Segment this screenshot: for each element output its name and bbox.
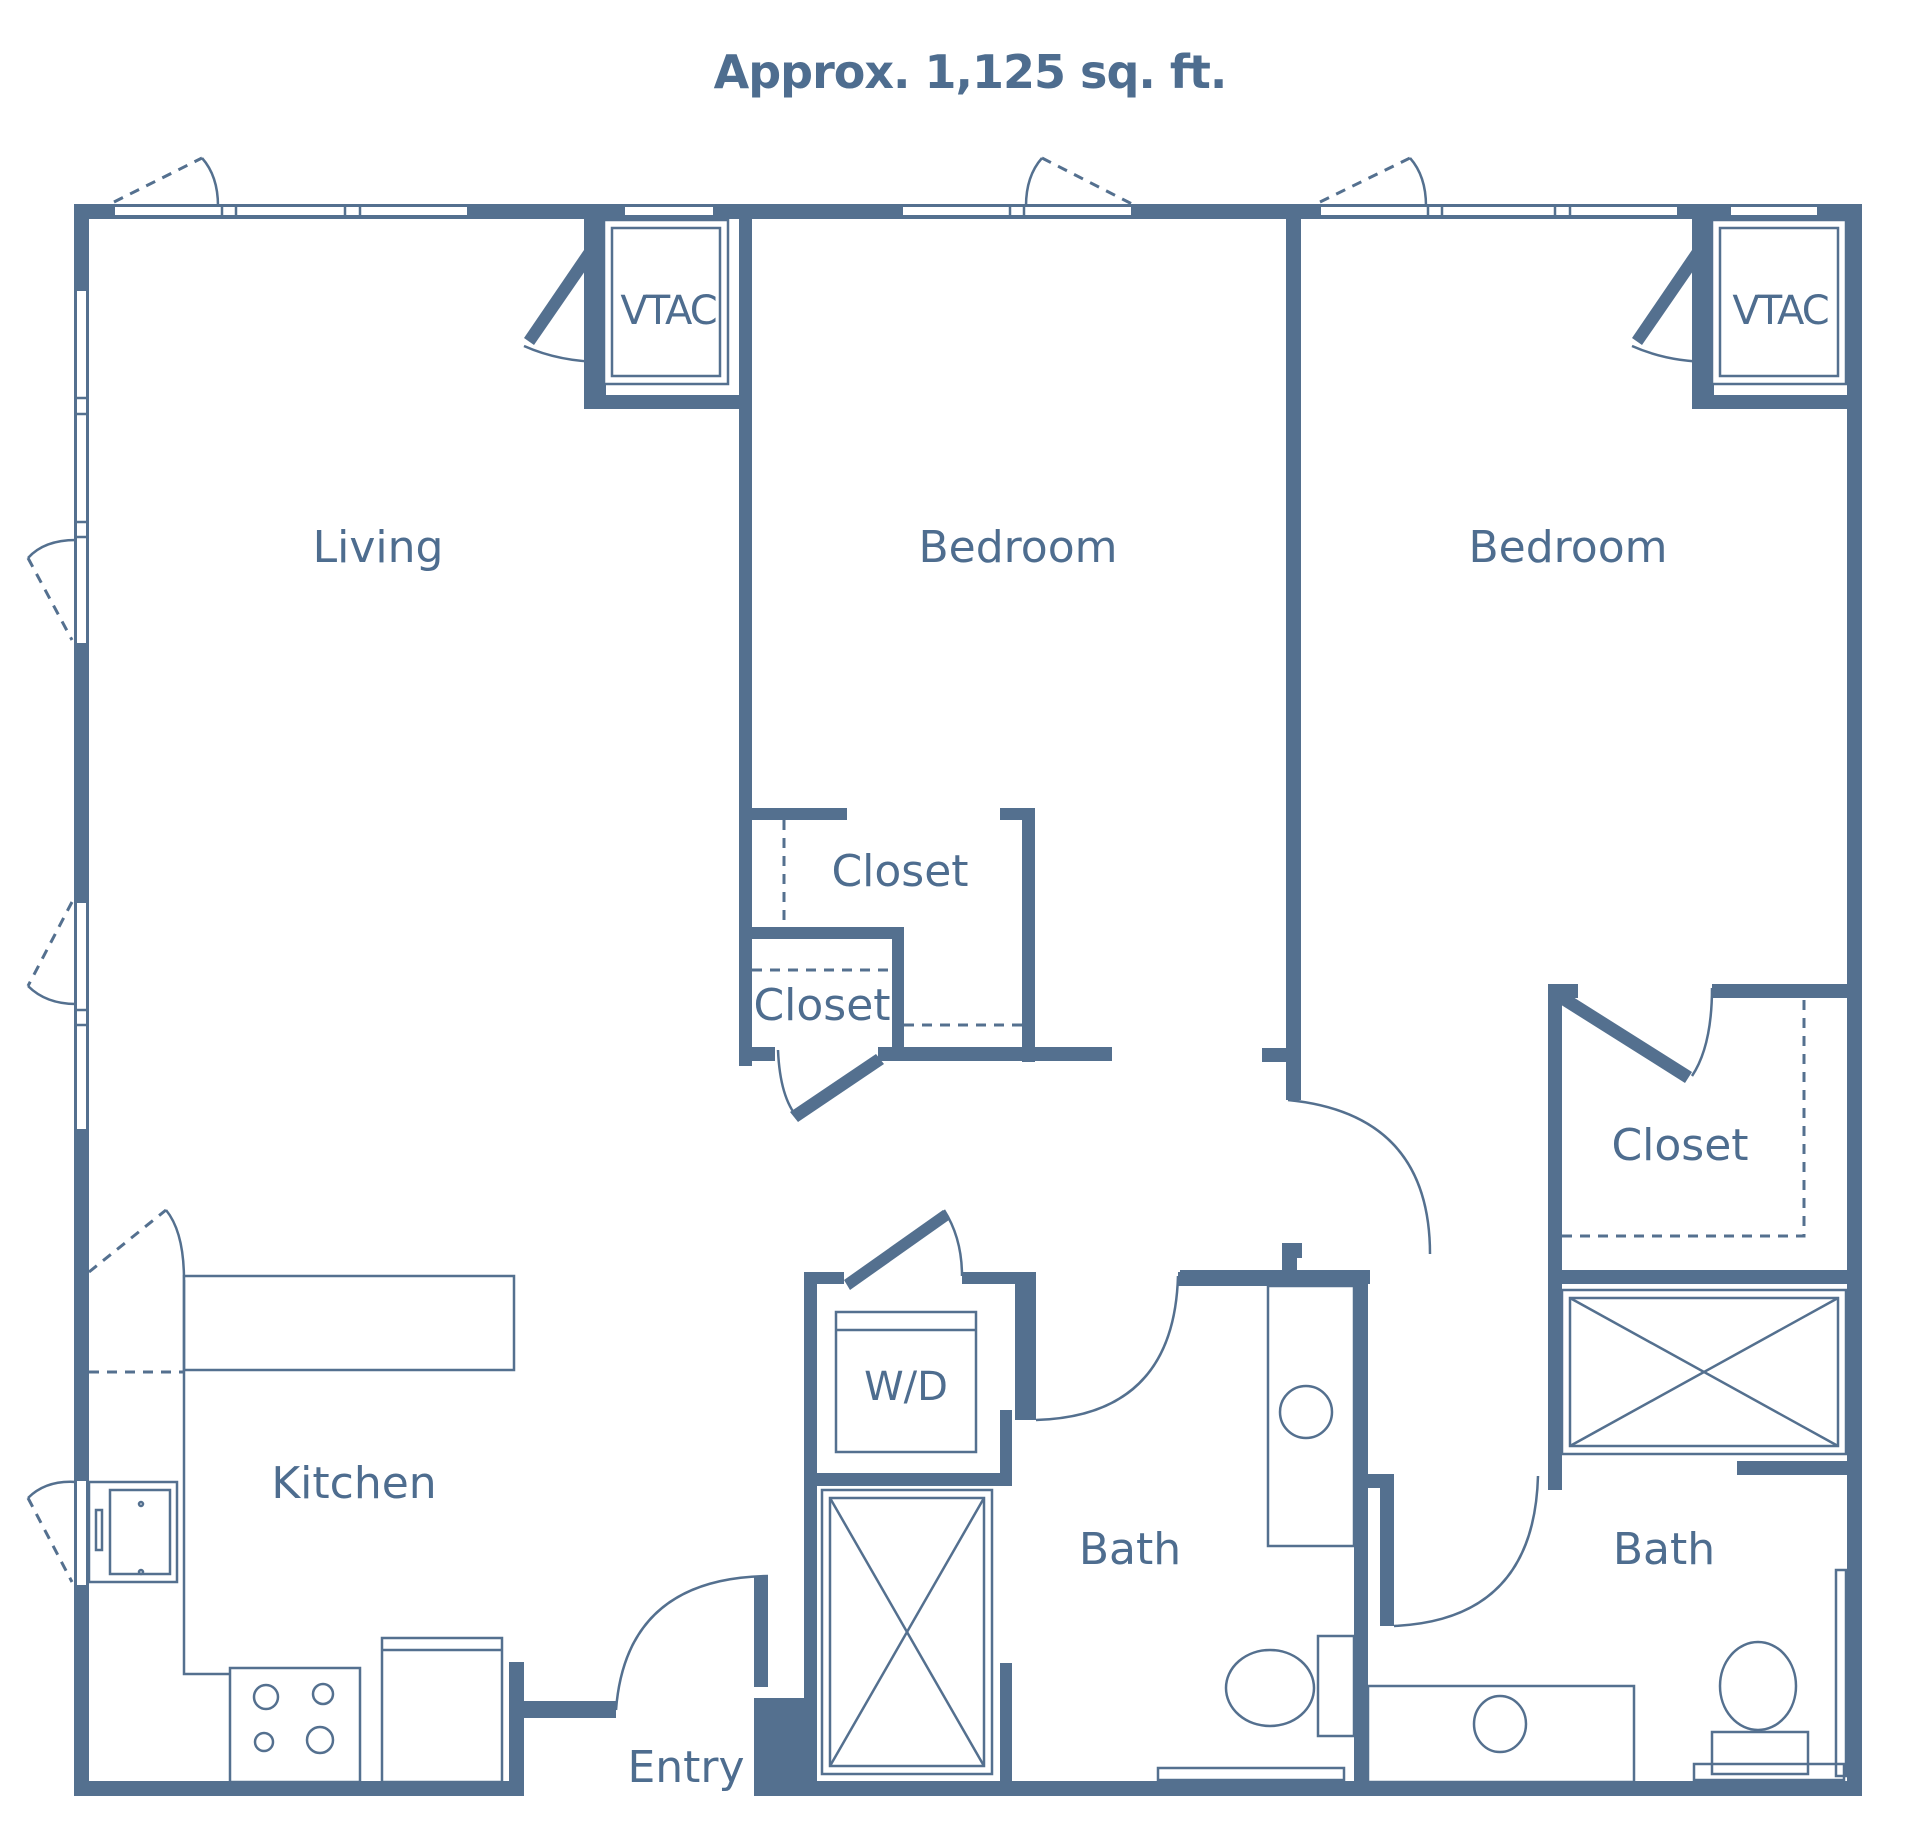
toilet-1-icon	[1224, 1648, 1316, 1728]
room-label-entry: Entry	[627, 1742, 744, 1793]
toilet-tank-2	[1710, 1730, 1810, 1776]
vtac-label-1: VTAC	[620, 288, 715, 334]
closet-rods	[89, 820, 1806, 1374]
room-label-living: Living	[313, 522, 444, 573]
entry-wall-right-edge	[784, 1698, 817, 1796]
bath2-wall-top	[1737, 1461, 1862, 1475]
vanity-1	[1266, 1284, 1356, 1548]
range	[228, 1666, 362, 1784]
room-labels: Living Bedroom Bedroom Closet Closet Clo…	[271, 522, 1748, 1793]
window-top-bedroom2-b	[1729, 205, 1819, 217]
entry-wall-right	[754, 1577, 768, 1687]
room-label-bath-1: Bath	[1079, 1524, 1181, 1575]
bath2-fixtures	[1366, 1288, 1848, 1784]
sink-2-icon	[1472, 1694, 1528, 1754]
entry-wall-stub-left	[509, 1701, 616, 1718]
burner-icon	[311, 1682, 335, 1706]
window-left-lower	[75, 901, 88, 1131]
entry-wall-right-low	[754, 1698, 784, 1796]
closet-wall-divider	[739, 927, 904, 939]
bath1-fixtures	[820, 1284, 1356, 1782]
bath1-wall-divider	[1000, 1663, 1012, 1796]
closet3-wall-left	[1548, 984, 1562, 1484]
room-label-bedroom-1: Bedroom	[918, 522, 1117, 573]
closet-wall-right	[1022, 808, 1035, 1062]
closet3-wall-top-right	[1712, 984, 1862, 998]
room-label-closet-1: Closet	[831, 846, 968, 897]
vanity-2	[1366, 1684, 1636, 1784]
door-swings	[26, 156, 1714, 1711]
kitchen-island	[182, 1274, 516, 1372]
kitchen-sink	[87, 1480, 179, 1584]
room-label-closet-2: Closet	[753, 980, 890, 1031]
room-label-bath-2: Bath	[1613, 1524, 1715, 1575]
kitchen-fixtures	[87, 1274, 516, 1784]
window-left-kitchen	[75, 1479, 88, 1587]
bath1-wall-right	[1354, 1272, 1368, 1796]
vtac-box-2	[1710, 218, 1848, 386]
wall-living-bedroom	[739, 204, 752, 1066]
closet-wall-divider-vert	[892, 927, 904, 1059]
closet-wall-top-left	[739, 808, 847, 820]
wall-bedroom-bedroom	[1286, 204, 1301, 1100]
wd-wall-right-low	[1000, 1410, 1012, 1486]
bath2-wall-left-vert	[1380, 1474, 1394, 1626]
burner-icon	[252, 1683, 280, 1711]
window-top-living-2	[623, 205, 715, 217]
vtac-units: VTAC VTAC	[584, 204, 1862, 409]
sink-1-icon	[1278, 1384, 1334, 1440]
vtac-box-1	[602, 218, 730, 386]
washer-dryer-label: W/D	[864, 1364, 948, 1410]
exterior-wall-bottom-left	[74, 1781, 524, 1796]
hall-stub-right	[1282, 1243, 1302, 1258]
room-label-kitchen: Kitchen	[271, 1458, 436, 1509]
closet-wall-bottom	[878, 1047, 1112, 1061]
wd-wall-right	[1015, 1272, 1036, 1420]
window-top-living	[113, 205, 469, 217]
windows	[75, 205, 1819, 1587]
vtac-label-2: VTAC	[1732, 288, 1827, 334]
window-top-bedroom2	[1319, 205, 1679, 217]
washer-dryer: W/D	[834, 1310, 978, 1454]
wd-wall-top	[804, 1272, 844, 1284]
plan-title: Approx. 1,125 sq. ft.	[714, 45, 1227, 99]
washer-dryer-unit	[834, 1310, 978, 1454]
exterior-wall-bottom-right	[784, 1781, 1862, 1796]
wall-stub-bedroom	[1262, 1048, 1288, 1062]
bath1-wall-top	[1178, 1272, 1368, 1286]
window-top-bedroom1	[901, 205, 1133, 217]
exterior-wall-right	[1847, 204, 1862, 1796]
wd-wall-left	[804, 1272, 817, 1512]
bath2-wall-stub	[1548, 1470, 1562, 1490]
window-left-upper	[75, 289, 88, 645]
wd-wall-bottom	[804, 1473, 1012, 1486]
room-label-bedroom-2: Bedroom	[1468, 522, 1667, 573]
refrigerator	[380, 1636, 504, 1784]
closet3-wall-bottom	[1548, 1270, 1862, 1284]
closet3-door-leaf	[1555, 990, 1692, 1083]
closet-wall-bottom-left	[739, 1047, 775, 1061]
room-label-closet-3: Closet	[1611, 1120, 1748, 1171]
entry-wall-left	[509, 1662, 524, 1796]
toilet-2-icon	[1718, 1640, 1798, 1732]
burner-icon	[253, 1731, 275, 1753]
toilet-tank-1	[1316, 1634, 1356, 1738]
burner-icon	[305, 1725, 335, 1755]
